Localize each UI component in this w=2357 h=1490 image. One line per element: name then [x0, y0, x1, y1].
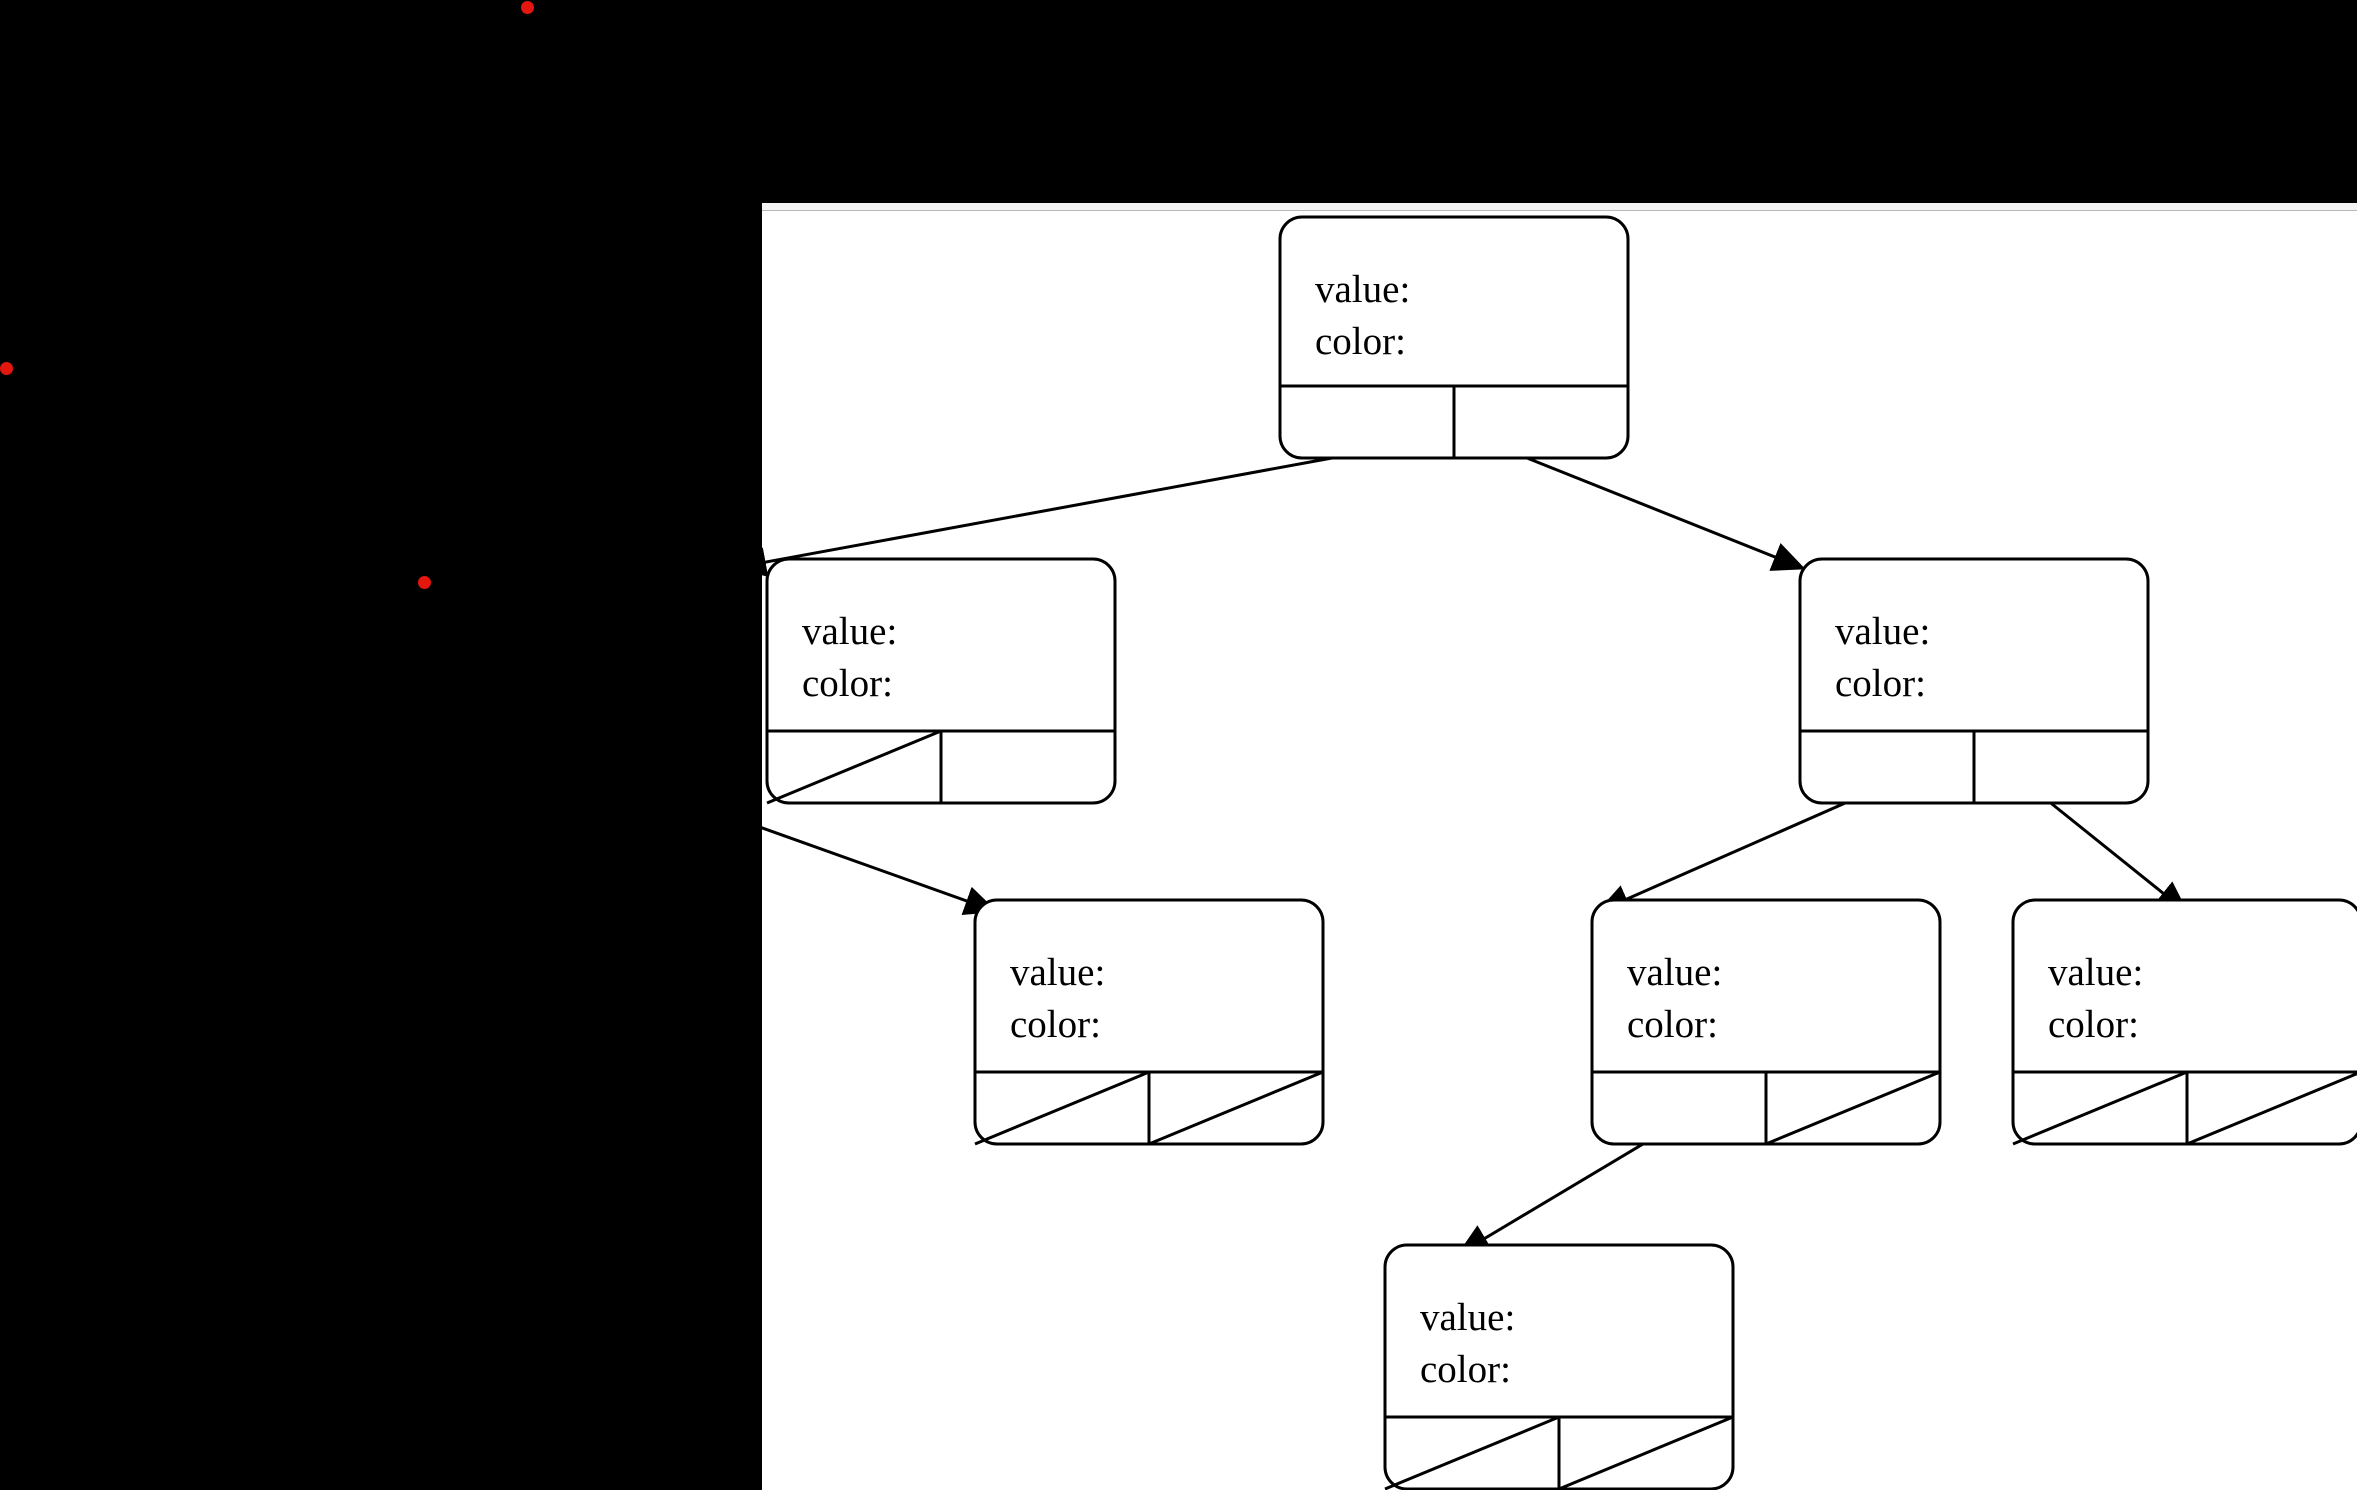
- tree-node-right[interactable]: value: color:: [1798, 557, 2150, 805]
- marker-dot-middle: [418, 576, 431, 589]
- null-pointer-slash-right: [1558, 1415, 1734, 1490]
- diagram-canvas[interactable]: value: color: value: color:: [762, 212, 2357, 1490]
- viewer-titlebar: [762, 203, 2357, 211]
- node-value-label: value:: [1315, 268, 1410, 311]
- edge-right-to-right-left: [1596, 798, 1853, 913]
- tree-node-right-right[interactable]: value: color:: [2011, 898, 2357, 1146]
- node-color-label: color:: [2048, 1003, 2139, 1046]
- node-value-label: value:: [1010, 951, 1105, 994]
- null-pointer-slash-left: [1384, 1415, 1560, 1490]
- edge-right-left-to-child: [1456, 1139, 1649, 1256]
- node-color-label: color:: [802, 662, 893, 705]
- edge-right-to-right-right: [2046, 798, 2189, 914]
- tree-node-left[interactable]: value: color:: [765, 557, 1117, 805]
- edge-root-to-right: [1526, 456, 1806, 571]
- null-pointer-slash-right: [2186, 1072, 2357, 1146]
- null-pointer-slash-left: [2012, 1070, 2188, 1146]
- node-value-label: value:: [1420, 1296, 1515, 1339]
- null-pointer-slash-left: [974, 1070, 1150, 1146]
- node-value-label: value:: [1835, 610, 1930, 653]
- node-color-label: color:: [1420, 1348, 1511, 1391]
- tree-node-root[interactable]: value: color:: [1278, 215, 1630, 460]
- null-pointer-slash-left: [766, 729, 942, 805]
- diagram-viewer-panel: value: color: value: color:: [762, 203, 2357, 1490]
- tree-diagram-svg: value: color: value: color:: [762, 215, 2357, 1490]
- node-color-label: color:: [1010, 1003, 1101, 1046]
- edge-root-to-left: [762, 456, 1333, 577]
- edge-left-to-left-right: [762, 826, 998, 916]
- edge-layer: [762, 456, 2189, 1256]
- tree-node-left-right[interactable]: value: color:: [973, 898, 1325, 1146]
- node-color-label: color:: [1835, 662, 1926, 705]
- node-color-label: color:: [1627, 1003, 1718, 1046]
- node-color-label: color:: [1315, 320, 1406, 363]
- null-pointer-slash-right: [1148, 1070, 1324, 1146]
- marker-dot-top: [521, 1, 534, 14]
- node-value-label: value:: [2048, 951, 2143, 994]
- node-value-label: value:: [1627, 951, 1722, 994]
- marker-dot-left: [0, 362, 13, 375]
- tree-node-right-left-left[interactable]: value: color:: [1383, 1243, 1735, 1490]
- null-pointer-slash-right: [1765, 1070, 1941, 1146]
- node-value-label: value:: [802, 610, 897, 653]
- tree-node-right-left[interactable]: value: color:: [1590, 898, 1942, 1146]
